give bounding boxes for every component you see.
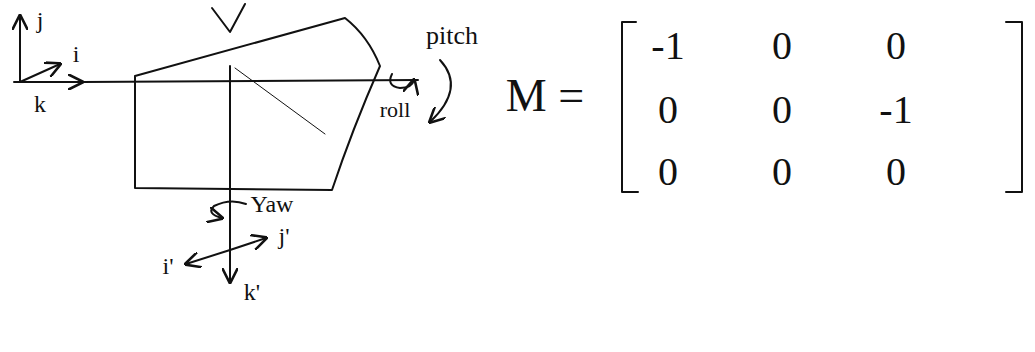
matrix-entry: 0 — [772, 90, 792, 130]
yaw-arrow — [211, 201, 246, 218]
axis-label: roll — [380, 99, 411, 121]
guide-line — [235, 68, 325, 134]
matrix-entry: -1 — [879, 90, 912, 130]
axis-label: j' — [279, 224, 290, 248]
notch — [212, 4, 245, 32]
k-axis — [14, 81, 82, 83]
matrix-entry: 0 — [886, 26, 906, 66]
matrix-entry: 0 — [658, 90, 678, 130]
matrix-entry: -1 — [651, 26, 684, 66]
matrix-entry: 0 — [772, 26, 792, 66]
axis-label: pitch — [426, 23, 478, 49]
matrix-entry: 0 — [772, 152, 792, 192]
matrix-entry: 0 — [658, 152, 678, 192]
body-outline — [135, 18, 380, 190]
axis-label: i' — [163, 254, 174, 278]
j-axis — [19, 16, 21, 82]
axis-label: j — [37, 8, 44, 32]
axis-label: k' — [244, 280, 260, 304]
roll-axis — [82, 80, 418, 82]
roll-arrow — [390, 74, 414, 88]
j-prime-axis — [230, 238, 266, 250]
axis-label: k — [34, 92, 46, 116]
matrix-bracket — [622, 22, 638, 192]
i-axis — [20, 64, 60, 82]
matrix-bracket — [1006, 22, 1022, 192]
matrix-entry: 0 — [886, 152, 906, 192]
pitch-arrow — [430, 60, 451, 122]
i-prime-axis — [186, 250, 230, 264]
axis-label: Yaw — [251, 192, 294, 216]
axis-label: i — [73, 42, 80, 66]
matrix-name: M = — [506, 73, 584, 119]
